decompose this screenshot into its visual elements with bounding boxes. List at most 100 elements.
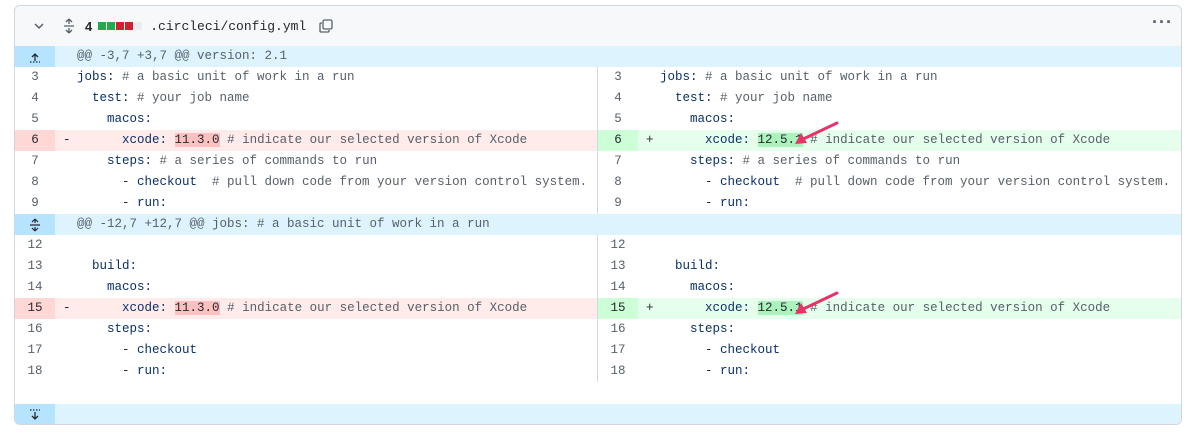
code-line: steps: xyxy=(77,319,152,340)
old-line-number[interactable]: 8 xyxy=(31,175,39,189)
diffstat-block xyxy=(107,22,116,30)
file-name[interactable]: .circleci/config.yml xyxy=(150,18,307,34)
new-line-number[interactable]: 12 xyxy=(610,238,626,252)
code-comment: # a basic unit of work in a run xyxy=(697,70,938,84)
new-line-number[interactable]: 8 xyxy=(614,175,622,189)
code-line: - checkout xyxy=(77,340,197,361)
code-comment: # a series of commands to run xyxy=(735,154,961,168)
code-indent xyxy=(77,133,122,147)
left-side: 9 - run: xyxy=(15,193,598,214)
right-side: 16 steps: xyxy=(598,319,1181,340)
new-line-number[interactable]: 17 xyxy=(610,343,626,357)
new-line-number[interactable]: 3 xyxy=(614,70,622,84)
more-options-button[interactable]: ··· xyxy=(1152,12,1173,32)
expand-down-icon[interactable] xyxy=(15,404,55,424)
code-line: test: # your job name xyxy=(660,88,833,109)
diffstat-block xyxy=(125,22,134,30)
code-key: run: xyxy=(137,196,168,210)
code-indent xyxy=(660,112,690,126)
right-side: 17 - checkout xyxy=(598,340,1181,361)
old-line-number[interactable]: 3 xyxy=(31,70,39,84)
old-line-number[interactable]: 4 xyxy=(31,91,39,105)
code-line: macos: xyxy=(77,277,152,298)
new-line-number[interactable]: 4 xyxy=(614,91,622,105)
right-side: 5 macos: xyxy=(598,109,1181,130)
code-indent xyxy=(77,112,107,126)
diff-row: 6- xcode: 11.3.0 # indicate our selected… xyxy=(15,130,1181,151)
right-side: 9 - run: xyxy=(598,193,1181,214)
code-key: test: xyxy=(92,91,130,105)
diff-row: 9 - run:9 - run: xyxy=(15,193,1181,214)
code-key: build: xyxy=(92,259,138,273)
code-key: checkout xyxy=(137,175,198,189)
old-line-number[interactable]: 14 xyxy=(27,280,43,294)
diffstat xyxy=(98,22,143,30)
code-key: checkout xyxy=(720,343,781,357)
old-line-number[interactable]: 9 xyxy=(31,196,39,210)
expand-all-icon[interactable] xyxy=(55,12,83,40)
hunk-header-text: @@ -12,7 +12,7 @@ jobs: # a basic unit o… xyxy=(77,217,490,231)
new-line-number[interactable]: 7 xyxy=(614,154,622,168)
new-line-number[interactable]: 16 xyxy=(610,322,626,336)
collapse-chevron-icon[interactable] xyxy=(25,12,53,40)
left-side: 17 - checkout xyxy=(15,340,598,361)
removed-version: 11.3.0 xyxy=(174,133,220,147)
diffstat-block xyxy=(134,22,143,30)
code-line: - run: xyxy=(660,361,750,382)
code-comment: # your job name xyxy=(129,91,250,105)
code-indent: - xyxy=(660,343,721,357)
code-indent xyxy=(660,154,690,168)
diff-row: 3 jobs: # a basic unit of work in a run 3 j… xyxy=(15,67,1181,88)
expand-down-row xyxy=(15,404,1181,424)
diffstat-block xyxy=(116,22,125,30)
old-line-number[interactable]: 13 xyxy=(27,259,43,273)
old-line-number[interactable]: 15 xyxy=(15,298,55,319)
old-line-number[interactable]: 17 xyxy=(27,343,43,357)
code-line: steps: # a series of commands to run xyxy=(660,151,960,172)
old-line-number[interactable]: 18 xyxy=(27,364,43,378)
new-line-number[interactable]: 5 xyxy=(614,112,622,126)
code-line: - checkout # pull down code from your ve… xyxy=(660,172,1170,193)
diff-row: 7 steps: # a series of commands to run 7 … xyxy=(15,151,1181,172)
annotation-arrow-icon xyxy=(795,291,839,314)
old-line-number[interactable]: 5 xyxy=(31,112,39,126)
left-side: 8 - checkout # pull down code from your … xyxy=(15,172,598,193)
expand-up-icon[interactable] xyxy=(15,46,55,67)
diffstat-block xyxy=(98,22,107,30)
code-line: xcode: 11.3.0 # indicate our selected ve… xyxy=(77,130,527,151)
new-line-number[interactable]: 9 xyxy=(614,196,622,210)
code-indent xyxy=(660,259,675,273)
code-line: jobs: # a basic unit of work in a run xyxy=(660,67,938,88)
code-line: - checkout # pull down code from your ve… xyxy=(77,172,587,193)
code-indent: - xyxy=(77,175,138,189)
code-indent xyxy=(77,301,122,315)
code-key: macos: xyxy=(690,280,736,294)
left-side: 13 build: xyxy=(15,256,598,277)
new-line-number[interactable]: 15 xyxy=(598,298,638,319)
code-indent xyxy=(660,280,690,294)
code-key: jobs: xyxy=(77,70,115,84)
copy-icon[interactable] xyxy=(312,12,340,40)
hunk-header-row: @@ -3,7 +3,7 @@ version: 2.1 xyxy=(15,46,1181,67)
expand-up-icon[interactable] xyxy=(15,214,55,235)
code-indent xyxy=(77,259,92,273)
new-line-number[interactable]: 18 xyxy=(610,364,626,378)
code-line: - run: xyxy=(77,193,167,214)
code-indent xyxy=(77,280,107,294)
code-comment: # a basic unit of work in a run xyxy=(114,70,355,84)
code-line: test: # your job name xyxy=(77,88,250,109)
new-line-number[interactable]: 14 xyxy=(610,280,626,294)
hunk-header-text: @@ -3,7 +3,7 @@ version: 2.1 xyxy=(77,49,288,63)
right-side: 18 - run: xyxy=(598,361,1181,382)
old-line-number[interactable]: 6 xyxy=(15,130,55,151)
old-line-number[interactable]: 16 xyxy=(27,322,43,336)
code-comment: # pull down code from your version contr… xyxy=(780,175,1171,189)
old-line-number[interactable]: 7 xyxy=(31,154,39,168)
old-line-number[interactable]: 12 xyxy=(27,238,43,252)
new-line-number[interactable]: 6 xyxy=(598,130,638,151)
new-line-number[interactable]: 13 xyxy=(610,259,626,273)
left-side: 7 steps: # a series of commands to run xyxy=(15,151,598,172)
code-key: xcode: xyxy=(122,133,168,147)
code-indent: - xyxy=(660,364,721,378)
